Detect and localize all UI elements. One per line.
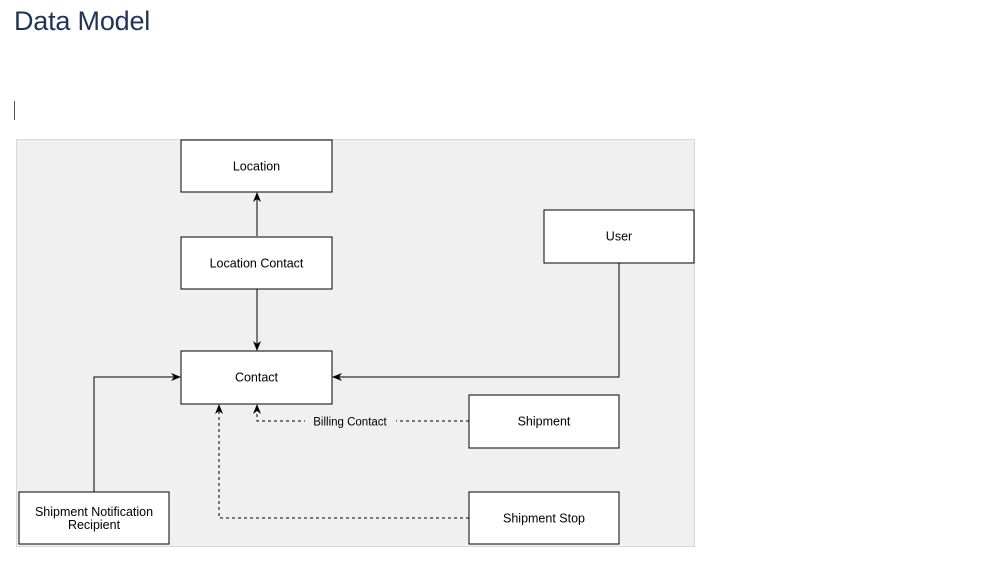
node-label: Shipment Stop bbox=[503, 512, 585, 526]
node-contact[interactable]: Contact bbox=[180, 350, 333, 405]
node-label: Contact bbox=[235, 371, 279, 385]
edge-notification-recipient-to-contact bbox=[93, 373, 181, 492]
edge-label-billing-contact: Billing Contact bbox=[313, 417, 387, 429]
edge-user-to-contact bbox=[332, 263, 620, 381]
node-user[interactable]: User bbox=[543, 209, 695, 264]
node-label: Shipment bbox=[518, 415, 571, 429]
node-location-contact[interactable]: Location Contact bbox=[180, 236, 333, 290]
text-cursor bbox=[14, 101, 15, 120]
edge-label-background bbox=[305, 414, 396, 428]
node-label: Location Contact bbox=[210, 257, 304, 271]
node-label-line-2: Recipient bbox=[68, 518, 121, 532]
node-label-line-1: Shipment Notification bbox=[35, 505, 153, 519]
node-location[interactable]: Location bbox=[180, 139, 333, 193]
node-shipment-stop[interactable]: Shipment Stop bbox=[468, 491, 620, 545]
node-label: Location bbox=[233, 160, 280, 174]
node-label: User bbox=[606, 230, 632, 244]
edges: Billing Contact bbox=[93, 192, 620, 519]
node-shipment[interactable]: Shipment bbox=[468, 394, 620, 449]
diagram-canvas bbox=[16, 139, 695, 547]
page-title: Data Model bbox=[14, 6, 151, 36]
node-shipment-notification-recipient[interactable]: Shipment Notification Recipient bbox=[18, 491, 170, 545]
edge-shipment-stop-to-contact bbox=[215, 404, 469, 519]
edge-shipment-to-contact bbox=[253, 404, 469, 422]
